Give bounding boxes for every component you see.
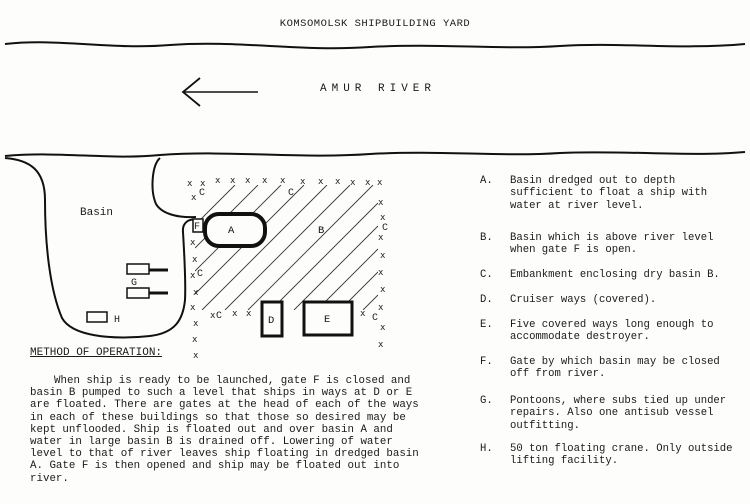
legend-key: B. [480,232,493,244]
cruiser-ways-d [260,300,284,338]
svg-text:x: x [215,176,221,186]
svg-text:x: x [210,311,216,321]
label-c: C [372,313,378,324]
legend-key: C. [480,269,493,281]
legend-item: A. Basin dredged out to depth sufficient … [480,175,735,232]
label-h: H [114,315,120,326]
svg-text:x: x [193,351,199,361]
legend-item: F. Gate by which basin may be closed off … [480,356,735,395]
basin-label: Basin [80,207,114,219]
svg-text:x: x [187,179,193,189]
label-c-group: C C C C C C [197,188,388,324]
svg-text:x: x [350,178,356,188]
label-d: D [268,315,274,327]
svg-text:x: x [318,177,324,187]
legend-item: C. Embankment enclosing dry basin B. [480,269,735,294]
legend-key: G. [480,395,493,407]
legend-item: E. Five covered ways long enough to accom… [480,319,735,356]
method-text: When ship is ready to be launched, gate … [30,375,419,485]
svg-text:x: x [380,251,386,261]
label-c: C [197,269,203,280]
legend-text: Basin dredged out to depth sufficient to… [510,175,708,212]
svg-text:x: x [192,255,198,265]
svg-text:x: x [262,176,268,186]
gate-f [192,218,204,233]
label-g: G [131,278,137,289]
svg-text:x: x [378,303,384,313]
legend-key: A. [480,175,493,187]
svg-text:x: x [245,176,251,186]
legend-item: D. Cruiser ways (covered). [480,294,735,319]
legend-text: Five covered ways long enough to accommo… [510,319,714,344]
river-label: AMUR RIVER [320,83,437,95]
river-south-bank [4,151,746,158]
label-e: E [324,314,330,326]
svg-text:x: x [192,335,198,345]
svg-text:x: x [280,176,286,186]
svg-text:x: x [380,213,386,223]
svg-text:x: x [380,323,386,333]
label-c: C [288,188,294,199]
legend-key: D. [480,294,493,306]
legend-list: A. Basin dredged out to depth sufficient … [480,175,735,468]
legend-text: Cruiser ways (covered). [510,294,657,306]
method-heading: METHOD OF OPERATION: [30,347,163,359]
svg-text:x: x [378,268,384,278]
legend-key: E. [480,319,493,331]
basin-shoreline [4,157,198,339]
legend-item: B. Basin which is above river level when … [480,232,735,269]
svg-text:x: x [200,179,206,189]
destroyer-ways-e [302,300,354,337]
svg-text:x: x [378,340,384,350]
legend-text: Basin which is above river level when ga… [510,232,714,257]
svg-text:x: x [190,238,196,248]
label-c: C [216,311,222,322]
label-f: F [194,222,200,233]
svg-text:x: x [232,309,238,319]
flow-arrow-icon [181,77,258,107]
legend-key: F. [480,356,493,368]
svg-text:x: x [377,178,383,188]
river-north-bank [4,41,746,50]
basin-a [203,212,267,248]
legend-text: Embankment enclosing dry basin B. [510,269,720,281]
svg-text:x: x [230,176,236,186]
basin-shoreline-inner [151,157,197,219]
floating-crane-h [86,311,108,323]
svg-text:x: x [190,303,196,313]
svg-text:x: x [246,309,252,319]
svg-text:x: x [193,288,199,298]
legend-text: Pontoons, where subs tied up under repai… [510,395,727,432]
svg-text:x: x [191,193,197,203]
label-b: B [318,225,324,237]
legend-item: G. Pontoons, where subs tied up under rep… [480,395,735,443]
legend-text: 50 ton floating crane. Only outside lift… [510,443,733,468]
svg-text:x: x [190,271,196,281]
pontoons-g [126,263,168,299]
legend-key: H. [480,443,493,455]
label-c: C [382,223,388,234]
legend-item: H. 50 ton floating crane. Only outside li… [480,443,735,468]
legend-text: Gate by which basin may be closed off fr… [510,356,720,381]
label-c: C [199,188,205,199]
page-title: KOMSOMOLSK SHIPBUILDING YARD [279,18,471,30]
svg-text:x: x [365,178,371,188]
svg-text:x: x [193,319,199,329]
svg-text:x: x [335,177,341,187]
svg-text:x: x [300,177,306,187]
svg-text:x: x [378,233,384,243]
svg-text:x: x [378,198,384,208]
label-a: A [228,225,235,237]
svg-text:x: x [360,309,366,319]
svg-text:x: x [380,285,386,295]
